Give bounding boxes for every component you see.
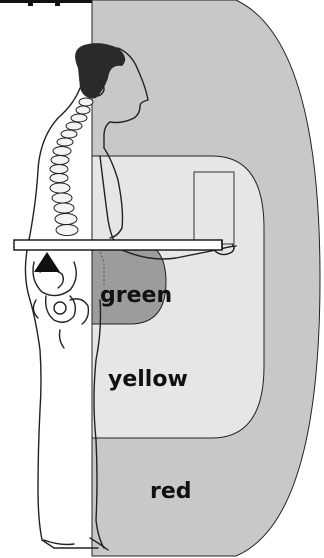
work-surface [14,240,222,250]
pelvis [33,262,88,348]
spine [50,98,93,236]
reference-point-marker [34,252,60,272]
yellow-zone-label: yellow [108,367,188,392]
cropped-heading-fragment [0,0,92,6]
red-zone-label: red [150,479,192,504]
green-zone-label: green [100,283,172,308]
